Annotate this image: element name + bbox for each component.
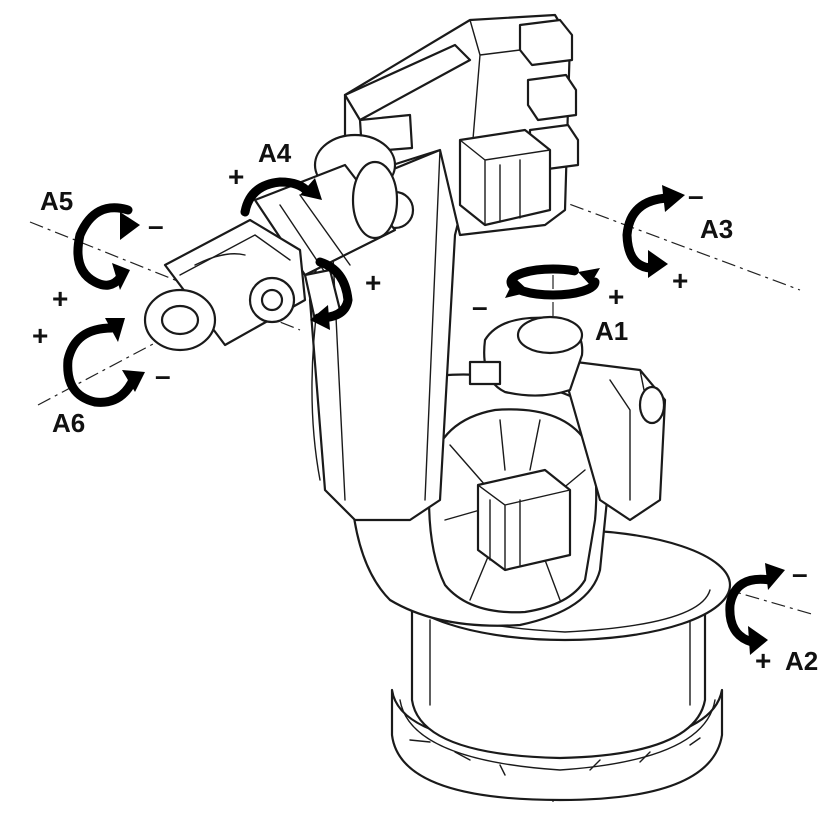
rotation-arrow-a6 — [63, 318, 145, 407]
label-a6-plus: + — [32, 320, 48, 351]
label-a1: A1 — [595, 316, 628, 346]
label-a2-minus: – — [792, 558, 808, 589]
axis-labels: A1 – + A2 – + A3 – + A4 + + A5 – + A6 + … — [32, 138, 818, 676]
label-a6: A6 — [52, 408, 85, 438]
label-a5: A5 — [40, 186, 73, 216]
label-a3-minus: – — [688, 180, 704, 211]
rotation-arrow-a3 — [622, 185, 685, 278]
label-a2-plus: + — [755, 645, 771, 676]
label-a4-plus: + — [228, 161, 244, 192]
label-a2: A2 — [785, 646, 818, 676]
label-a5-minus: – — [148, 210, 164, 241]
rotation-arrow-a2 — [725, 563, 785, 655]
rotation-arrow-a4 — [240, 177, 353, 330]
axis-a6-line — [37, 334, 171, 406]
rotation-arrow-a5 — [73, 203, 140, 290]
rotation-arrow-a1 — [505, 264, 600, 300]
axis-a3-line — [544, 194, 801, 291]
robot-forearm — [143, 160, 399, 352]
label-a3-plus: + — [672, 265, 688, 296]
label-a1-minus: – — [472, 291, 488, 322]
label-a5-plus: + — [52, 283, 68, 314]
robot-arm-housing — [313, 13, 580, 237]
label-a4: A4 — [258, 138, 292, 168]
label-a4-plus-lower: + — [365, 267, 381, 298]
label-a6-minus: – — [155, 360, 171, 391]
label-a3: A3 — [700, 214, 733, 244]
label-a1-plus: + — [608, 281, 624, 312]
